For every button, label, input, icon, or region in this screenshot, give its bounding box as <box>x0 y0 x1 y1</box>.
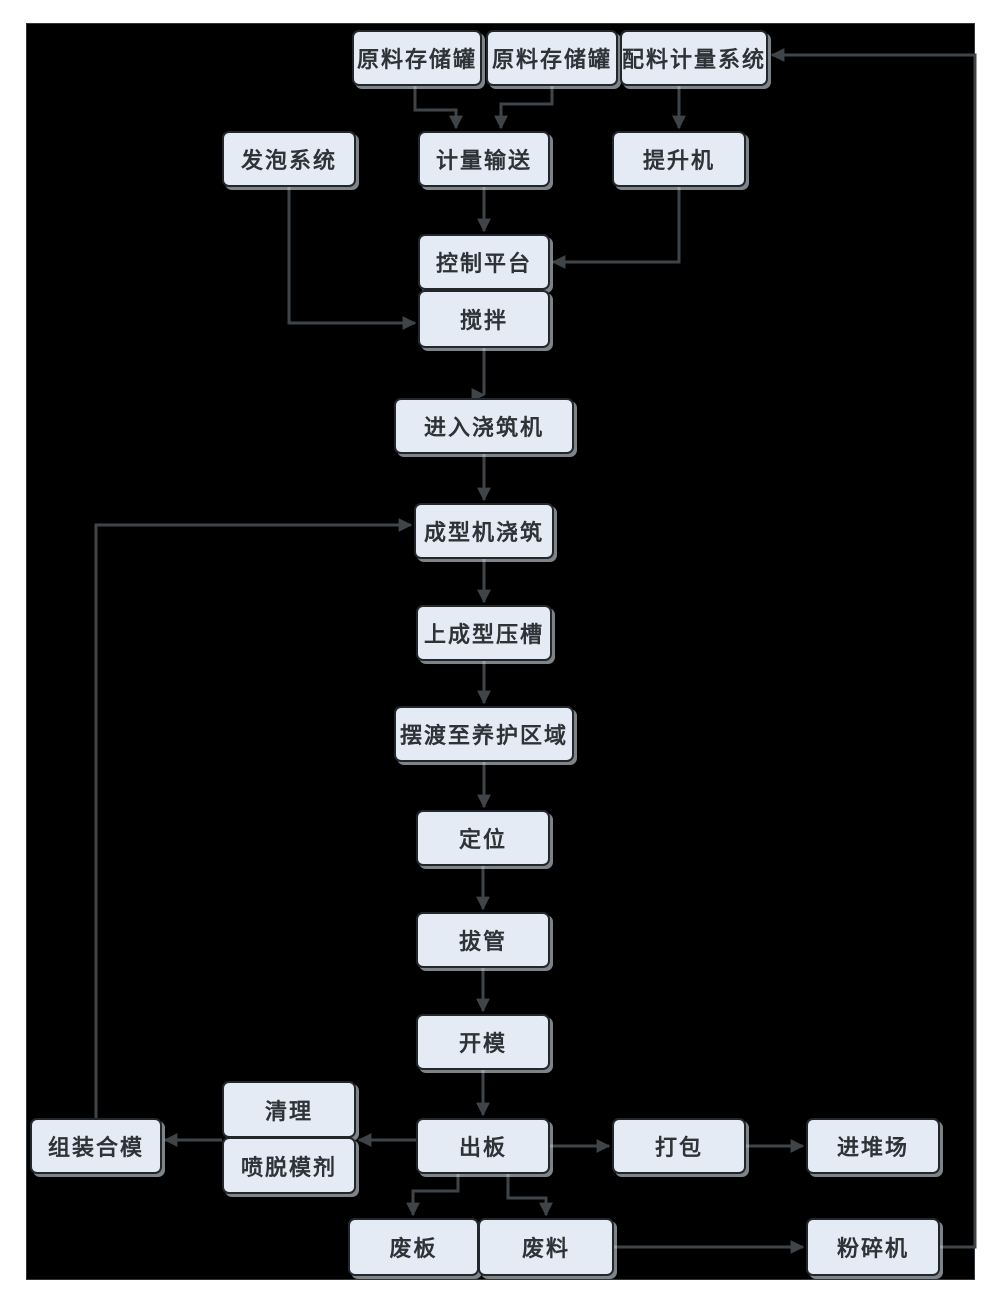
node-stockyard: 进堆场 <box>806 1118 940 1174</box>
node-cleaning: 清理 <box>222 1081 356 1138</box>
node-control-platform: 控制平台 <box>418 234 550 290</box>
node-raw-material-tank-2: 原料存储罐 <box>486 30 618 86</box>
node-upper-forming-press-groove: 上成型压槽 <box>416 605 552 661</box>
node-forming-machine-casting: 成型机浇筑 <box>414 503 554 559</box>
node-metering-conveying: 计量输送 <box>418 131 550 187</box>
node-hoist: 提升机 <box>612 131 746 187</box>
node-board-out: 出板 <box>416 1118 550 1174</box>
node-waste-material: 废料 <box>478 1218 614 1276</box>
node-tube-pulling: 拔管 <box>416 912 550 968</box>
node-mold-opening: 开模 <box>416 1014 550 1070</box>
node-batching-metering-system: 配料计量系统 <box>620 30 768 86</box>
node-spray-release-agent: 喷脱模剂 <box>222 1137 356 1194</box>
node-mixing: 搅拌 <box>418 290 550 348</box>
node-crusher: 粉碎机 <box>806 1218 940 1276</box>
node-enter-casting-machine: 进入浇筑机 <box>394 398 574 454</box>
node-foaming-system: 发泡系统 <box>222 131 356 187</box>
node-packing: 打包 <box>612 1118 746 1174</box>
node-waste-board: 废板 <box>348 1218 479 1276</box>
node-positioning: 定位 <box>416 810 550 866</box>
node-ferry-to-curing-area: 摆渡至养护区域 <box>394 706 574 762</box>
node-raw-material-tank-1: 原料存储罐 <box>352 30 482 86</box>
node-assembly-mold-closing: 组装合模 <box>30 1118 162 1174</box>
